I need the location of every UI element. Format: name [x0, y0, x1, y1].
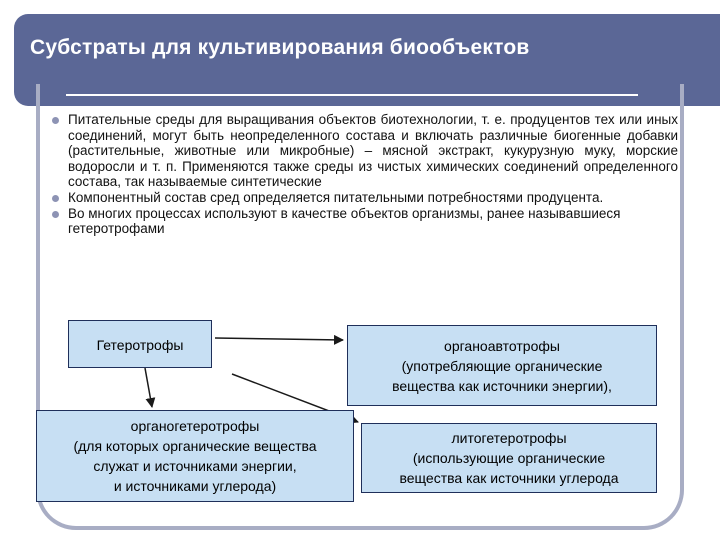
- organoautotrophs-line: вещества как источники энергии),: [392, 378, 612, 394]
- organoautotrophs-line: (употребляющие органические: [401, 358, 603, 374]
- organoheterotrophs-line: (для которых органические вещества: [73, 438, 317, 454]
- lithoheterotrophs-line: вещества как источники углерода: [399, 470, 619, 486]
- bullet-text: Во многих процессах используют в качеств…: [68, 205, 621, 237]
- organoheterotrophs-line: органогетеротрофы: [130, 418, 260, 434]
- bullet-list: Питательные среды для выращивания объект…: [48, 112, 678, 237]
- organoheterotrophs-box: органогетеротрофы (для которых органичес…: [36, 410, 354, 502]
- bullet-dot-icon: [52, 194, 59, 202]
- lithoheterotrophs-line: литогетеротрофы: [451, 430, 567, 446]
- heterotrophs-box: Гетеротрофы: [68, 320, 212, 368]
- slide-frame: [36, 84, 684, 530]
- bullet-text: Питательные среды для выращивания объект…: [68, 112, 678, 190]
- arrow-hetero-to-organohetero: [144, 367, 156, 408]
- lithoheterotrophs-box: литогетеротрофы (использующие органическ…: [361, 423, 657, 493]
- title-bar: [14, 14, 720, 106]
- heterotrophs-label: Гетеротрофы: [96, 337, 184, 353]
- organoheterotrophs-line: и источниками углерода): [113, 478, 277, 494]
- organoautotrophs-box: органоавтотрофы (употребляющие органичес…: [347, 325, 657, 406]
- bullet-dot-icon: [52, 210, 59, 218]
- title-underline: [66, 94, 638, 96]
- bullet-dot-icon: [52, 117, 59, 124]
- slide-title: Субстраты для культивирования биообъекто…: [30, 36, 530, 59]
- bullet-item: Питательные среды для выращивания объект…: [48, 112, 678, 190]
- bullet-item: Во многих процессах используют в качеств…: [48, 206, 678, 237]
- arrow-hetero-to-organoauto: [214, 334, 344, 345]
- lithoheterotrophs-line: (использующие органические: [412, 450, 606, 466]
- bullet-item: Компонентный состав сред определяется пи…: [48, 190, 678, 206]
- organoheterotrophs-line: служат и источниками энергии,: [93, 458, 297, 474]
- bullet-text: Компонентный состав сред определяется пи…: [68, 189, 604, 205]
- organoautotrophs-line: органоавтотрофы: [444, 338, 560, 354]
